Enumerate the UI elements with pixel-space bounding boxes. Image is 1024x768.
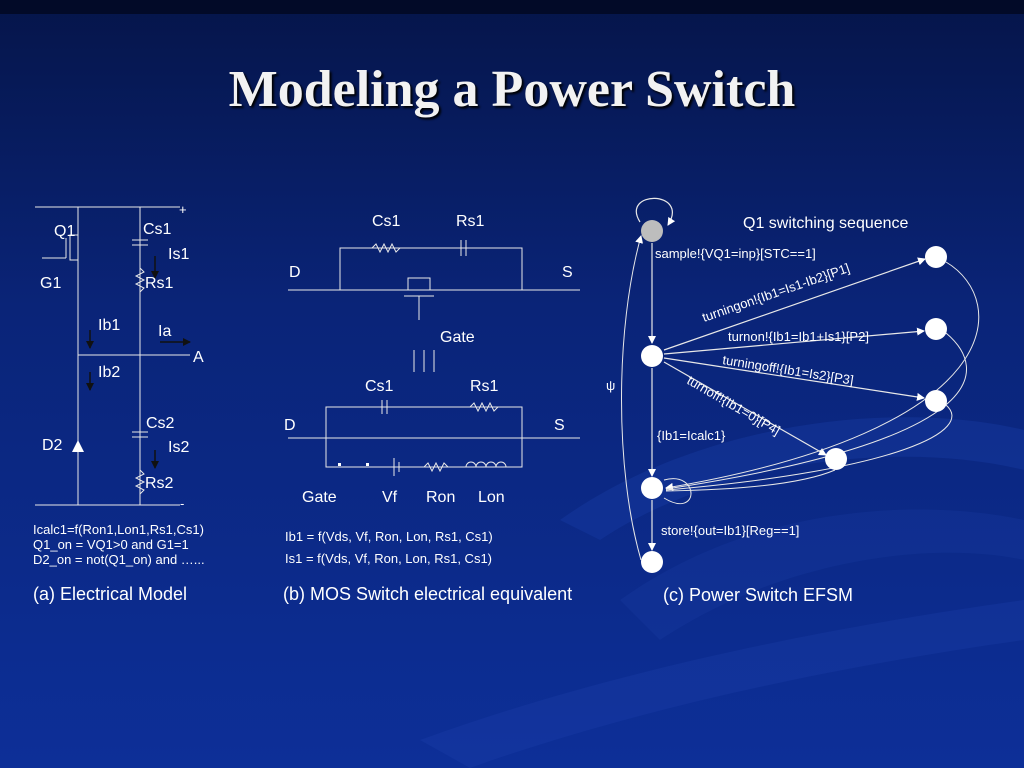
top-snubber-loop: [339, 247, 523, 291]
efsm-heading: Q1 switching sequence: [743, 215, 909, 232]
state-turning-off: [925, 390, 947, 412]
turningoff-label: turningoff!{Ib1=Is2}[P3]: [722, 352, 855, 388]
d2-label: D2: [42, 437, 63, 454]
d-bottom-label: D: [284, 417, 296, 434]
sample-label: sample!{VQ1=inp}[STC==1]: [655, 246, 816, 261]
cs2-label: Cs2: [146, 415, 175, 432]
reset-transition: [621, 235, 643, 561]
plus-label: +: [179, 202, 187, 217]
mos-symbol: [407, 277, 431, 290]
s-bottom-label: S: [554, 417, 565, 434]
top-bar: [0, 0, 1024, 14]
ron-label: Ron: [426, 489, 455, 506]
efsm-diagram: Q1 switching sequence ψ sample!{VQ1=inp}…: [606, 197, 980, 573]
rs1-bottom-label: Rs1: [470, 378, 499, 395]
psi-label: ψ: [606, 378, 615, 393]
state-calculated: [641, 477, 663, 499]
ia-label: Ia: [158, 323, 171, 340]
s-top-label: S: [562, 264, 573, 281]
lon-label: Lon: [478, 489, 505, 506]
turnon-label: turnon!{Ib1=Ib1+Is1}[P2]: [728, 329, 869, 344]
gate-mid-label: Gate: [440, 329, 475, 346]
cs1-bottom-label: Cs1: [365, 378, 394, 395]
caption-c: (c) Power Switch EFSM: [663, 585, 853, 605]
turningoff-transition: [663, 357, 925, 401]
mos-equivalent-circuit: Cs1 Rs1 D S Gate Cs1 Rs1 D S Gate Vf Ron…: [284, 213, 580, 506]
state-on: [925, 318, 947, 340]
state-off: [825, 448, 847, 470]
node-a-label: A: [193, 349, 204, 366]
g1-label: G1: [40, 275, 61, 292]
d-top-label: D: [289, 264, 301, 281]
icalc-label: {Ib1=Icalc1}: [657, 428, 726, 443]
store-self-loop: [663, 478, 692, 505]
state-turning-on: [925, 246, 947, 268]
equation-b-2: Is1 = f(Vds, Vf, Ron, Lon, Rs1, Cs1): [285, 551, 492, 566]
initial-self-loop: [635, 197, 676, 226]
is2-label: Is2: [168, 439, 189, 456]
gate-switch: [338, 463, 341, 466]
electrical-model-circuit: + - Q1 G1 D2 Cs1 Is1 Rs1 Ib1 Ia A Ib2 Cs…: [35, 202, 204, 511]
d2-diode: [72, 440, 84, 452]
slide-title: Modeling a Power Switch: [228, 61, 796, 118]
top-rs-resistor: [371, 242, 401, 254]
rs1-resistor: [134, 267, 146, 293]
ron-resistor: [423, 461, 449, 473]
vf-label: Vf: [382, 489, 398, 506]
bottom-loop: [325, 406, 523, 468]
equation-a-2: Q1_on = VQ1>0 and G1=1: [33, 537, 189, 552]
gate-bottom-label: Gate: [302, 489, 337, 506]
state-stored: [641, 551, 663, 573]
equation-a-3: D2_on = not(Q1_on) and …...: [33, 552, 205, 567]
equation-b-1: Ib1 = f(Vds, Vf, Ron, Lon, Rs1, Cs1): [285, 529, 493, 544]
q1-transistor: [69, 234, 78, 261]
cs1-label: Cs1: [143, 221, 172, 238]
ib1-label: Ib1: [98, 317, 120, 334]
caption-b: (b) MOS Switch electrical equivalent: [283, 584, 572, 604]
turnon-transition: [663, 327, 925, 355]
rs1-top-label: Rs1: [456, 213, 485, 230]
ib2-label: Ib2: [98, 364, 120, 381]
rs2-resistor: [134, 469, 146, 495]
store-label: store!{out=Ib1}[Reg==1]: [661, 523, 799, 538]
caption-a: (a) Electrical Model: [33, 584, 187, 604]
bottom-rs-resistor: [469, 401, 499, 413]
rs1-label: Rs1: [145, 275, 174, 292]
equation-a-1: Icalc1=f(Ron1,Lon1,Rs1,Cs1): [33, 522, 204, 537]
lon-inductor: [465, 461, 507, 468]
q1-label: Q1: [54, 223, 75, 240]
initial-state: [641, 220, 663, 242]
rs2-label: Rs2: [145, 475, 174, 492]
state-sampled: [641, 345, 663, 367]
turnoff-transition: [663, 361, 827, 456]
minus-label: -: [180, 496, 184, 511]
is1-label: Is1: [168, 246, 189, 263]
turningon-transition: [663, 257, 926, 351]
cs1-top-label: Cs1: [372, 213, 401, 230]
return-arc-1: [665, 261, 980, 491]
